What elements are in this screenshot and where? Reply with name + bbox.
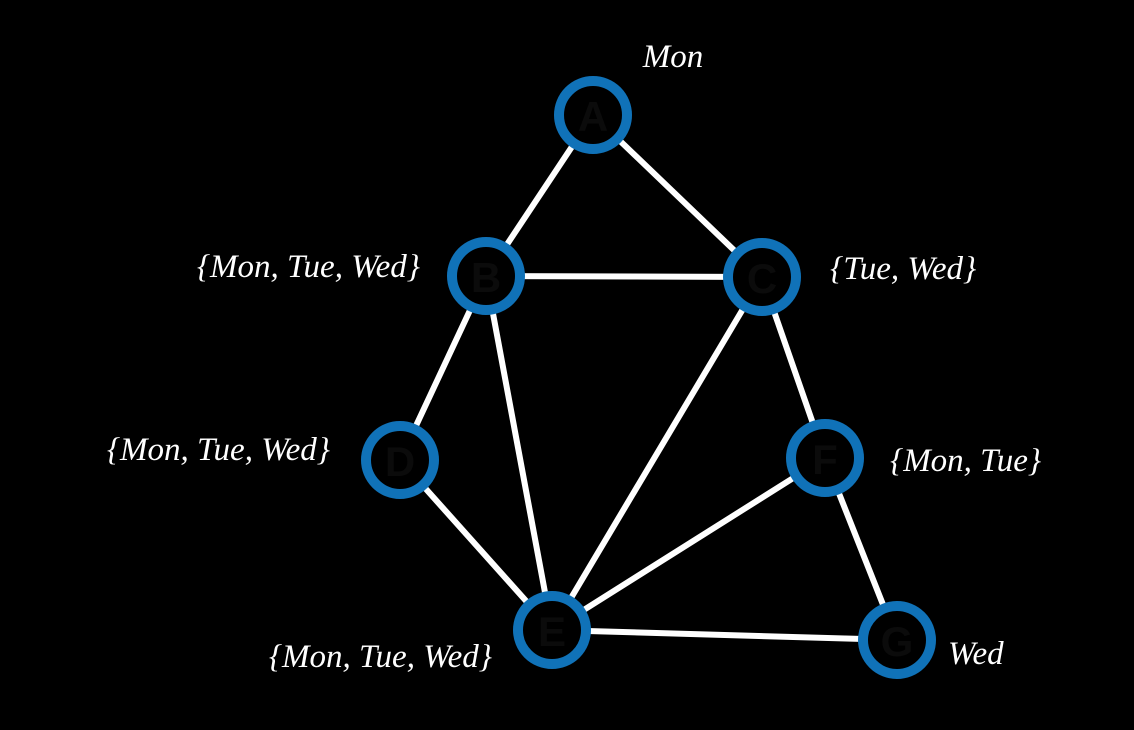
node-letter-F: F (812, 436, 838, 483)
node-letter-D: D (385, 438, 415, 485)
node-letter-G: G (881, 618, 914, 665)
domain-label-G: Wed (948, 636, 1004, 672)
node-D (361, 421, 439, 499)
node-A (554, 76, 632, 154)
edge-E-F (549, 455, 828, 633)
node-letter-A: A (578, 93, 608, 140)
node-letter-B: B (471, 254, 501, 301)
domain-label-B: {Mon, Tue, Wed} (197, 249, 420, 285)
edge-A-C (590, 112, 765, 280)
node-letter-C: C (747, 255, 777, 302)
edge-E-G (549, 627, 900, 643)
node-letter-E: E (538, 608, 566, 655)
node-E (513, 591, 591, 669)
edge-B-E (483, 273, 555, 633)
edge-C-E (549, 274, 765, 633)
node-F (786, 419, 864, 497)
domain-label-C: {Tue, Wed} (830, 251, 976, 287)
domain-label-E: {Mon, Tue, Wed} (269, 639, 492, 675)
domain-label-F: {Mon, Tue} (890, 443, 1041, 479)
domain-label-A: Mon (642, 39, 704, 75)
node-C (723, 238, 801, 316)
node-B (447, 237, 525, 315)
node-G (858, 601, 936, 679)
domain-label-D: {Mon, Tue, Wed} (107, 432, 330, 468)
edge-B-C (483, 273, 765, 280)
